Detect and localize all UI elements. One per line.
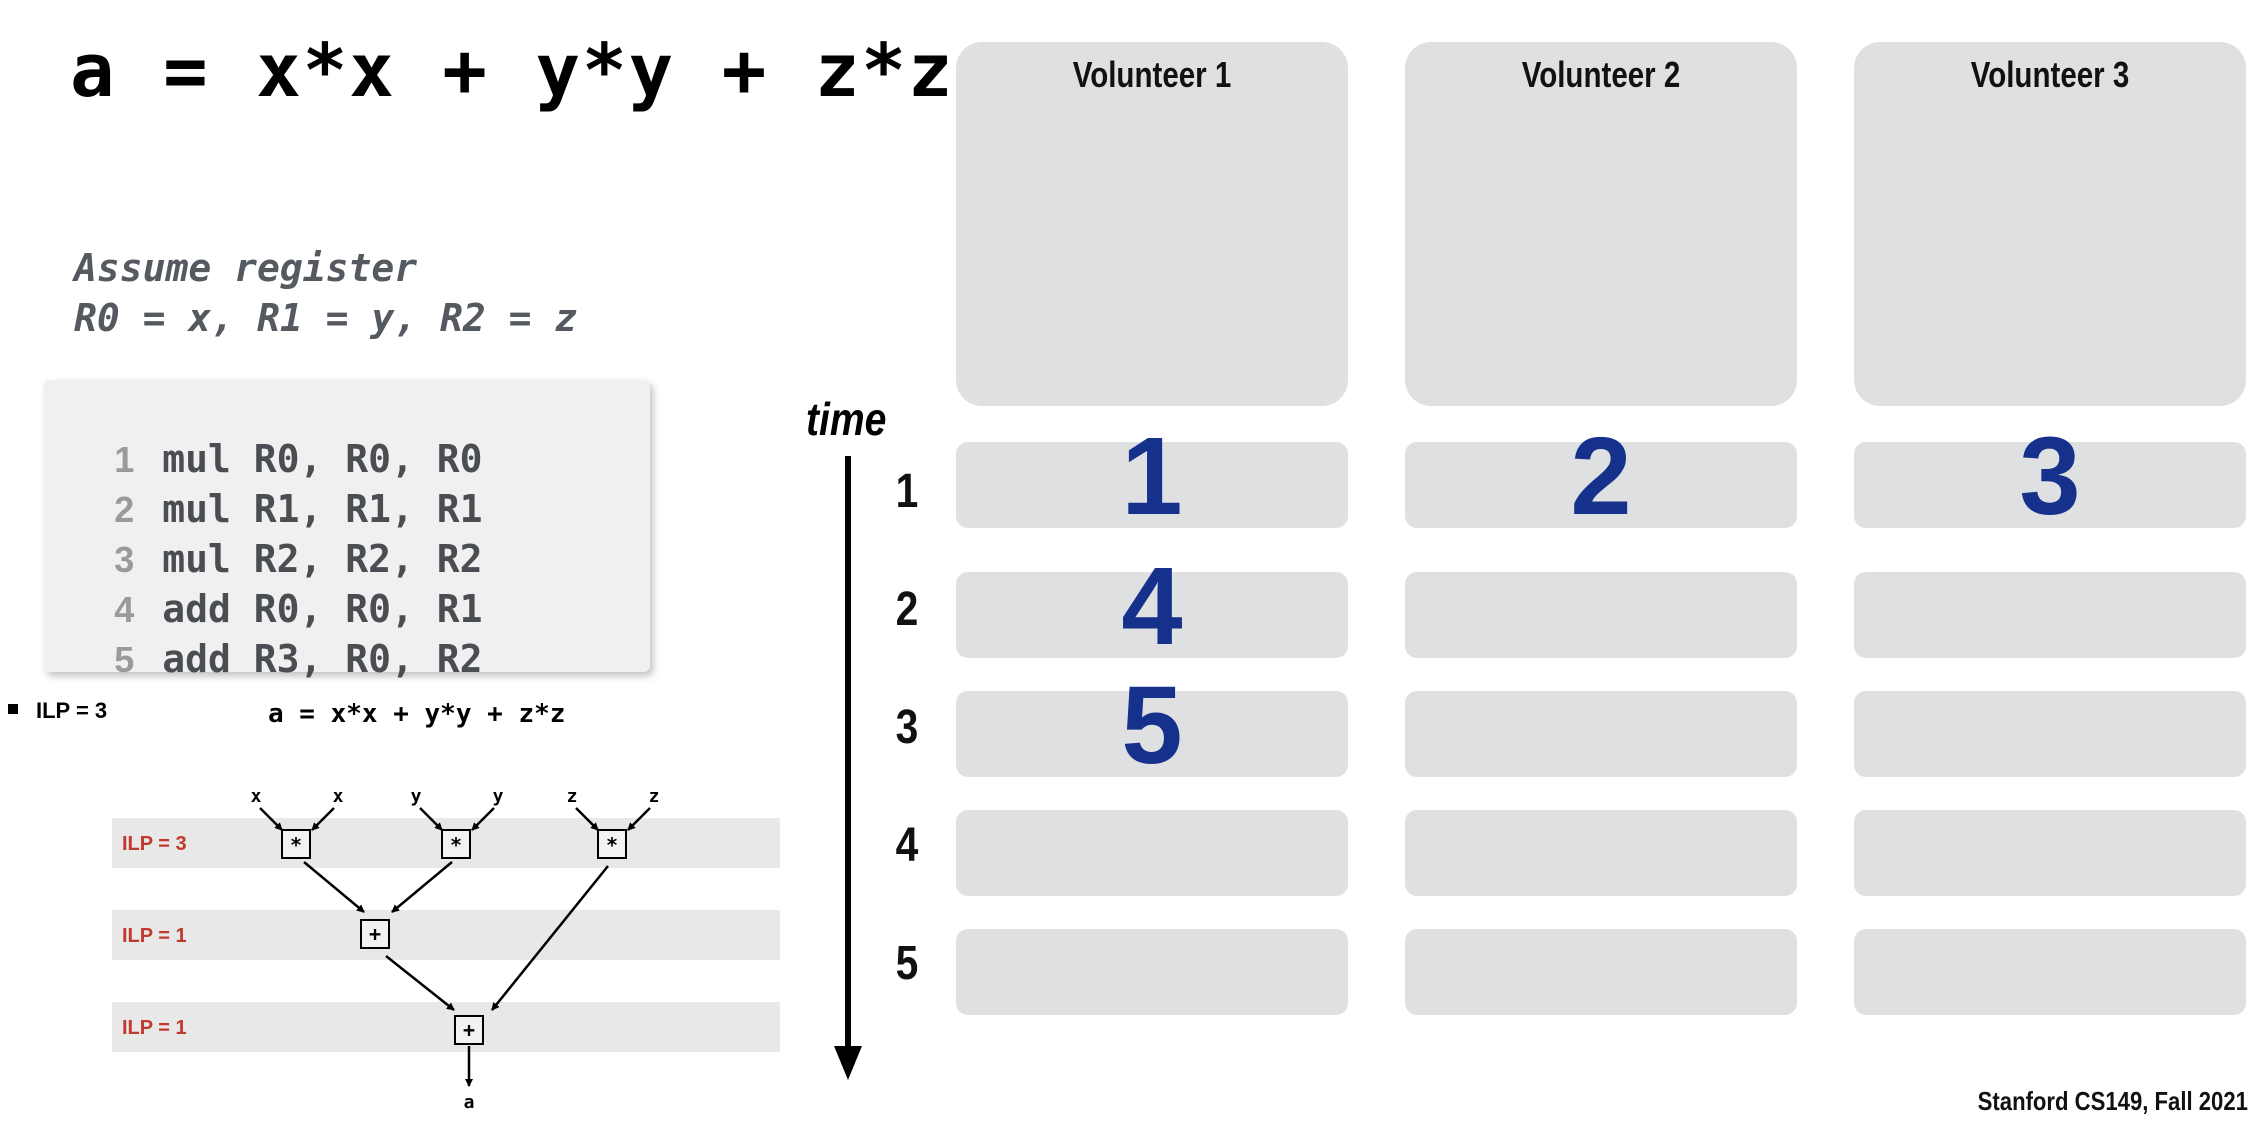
schedule-slot xyxy=(1405,929,1797,1015)
volunteer-1-label: Volunteer 1 xyxy=(1072,54,1232,95)
edge xyxy=(575,807,599,831)
schedule-slot xyxy=(1405,572,1797,658)
code-line: 1 mul R0, R0, R0 xyxy=(72,394,483,525)
schedule-slot: 4 xyxy=(956,552,1348,662)
instruction: add R0, R0, R1 xyxy=(162,587,483,631)
time-row-number: 1 xyxy=(895,465,919,518)
edge xyxy=(627,807,651,831)
volunteer-3-label: Volunteer 3 xyxy=(1970,54,2130,95)
mul-op: * xyxy=(290,833,302,857)
slot-instruction: 4 xyxy=(1121,545,1183,668)
edge xyxy=(391,861,453,913)
main-equation: a = x*x + y*y + z*z xyxy=(70,28,955,114)
code-line: 2 mul R1, R1, R1 xyxy=(72,444,483,575)
schedule-slot xyxy=(1405,810,1797,896)
schedule-slot xyxy=(1854,810,2246,896)
schedule-slot: 3 xyxy=(1854,422,2246,532)
time-row-number: 5 xyxy=(895,937,919,990)
add-op: + xyxy=(369,922,381,946)
time-row-number: 3 xyxy=(895,701,919,754)
instruction: mul R0, R0, R0 xyxy=(162,437,483,481)
volunteer-2-panel: Volunteer 2 xyxy=(1405,42,1797,406)
input-label: z xyxy=(649,786,660,807)
assumption-line-2: R0 = x, R1 = y, R2 = z xyxy=(74,296,578,340)
mul-op: * xyxy=(606,833,618,857)
line-number: 4 xyxy=(114,589,135,630)
edge xyxy=(303,861,365,913)
add-node xyxy=(454,1015,484,1045)
level-label-2: ILP = 1 xyxy=(122,925,187,947)
level-label-1: ILP = 3 xyxy=(122,833,187,855)
mul-node xyxy=(597,829,627,859)
slot-instruction: 3 xyxy=(2019,415,2081,538)
input-label: y xyxy=(493,786,504,807)
instruction: mul R1, R1, R1 xyxy=(162,487,483,531)
instruction: mul R2, R2, R2 xyxy=(162,537,483,581)
level-label-3: ILP = 1 xyxy=(122,1017,187,1039)
input-label: x xyxy=(251,786,262,807)
edge xyxy=(491,865,609,1011)
slot-instruction: 2 xyxy=(1570,415,1632,538)
ilp-dependency-diagram: ILP = 3 a = x*x + y*y + z*z ILP = 3 ILP … xyxy=(8,698,780,1113)
line-number: 1 xyxy=(114,439,135,480)
input-label: x xyxy=(333,786,344,807)
edge xyxy=(419,807,443,831)
schedule-slot xyxy=(1854,929,2246,1015)
input-label: z xyxy=(567,786,578,807)
code-line: 3 mul R2, R2, R2 xyxy=(72,494,483,625)
schedule-slot xyxy=(956,810,1348,896)
line-number: 2 xyxy=(114,489,135,530)
schedule-slot xyxy=(956,929,1348,1015)
schedule-slot: 2 xyxy=(1405,422,1797,532)
mul-node xyxy=(441,829,471,859)
slot-instruction: 1 xyxy=(1121,415,1183,538)
schedule-slot: 1 xyxy=(956,422,1348,532)
edge xyxy=(259,807,283,831)
ilp-bullet-label: ILP = 3 xyxy=(36,698,107,723)
time-row-number: 2 xyxy=(895,583,919,636)
time-axis-label: time xyxy=(806,393,887,445)
inset-equation: a = x*x + y*y + z*z xyxy=(268,699,565,729)
schedule-slot: 5 xyxy=(956,671,1348,781)
mul-op: * xyxy=(450,833,462,857)
volunteer-3-panel: Volunteer 3 xyxy=(1854,42,2246,406)
assumption-line-1: Assume register xyxy=(74,246,418,290)
bullet-square xyxy=(8,704,18,714)
add-op: + xyxy=(463,1018,475,1042)
level-band-3 xyxy=(112,1002,780,1052)
input-label: y xyxy=(411,786,422,807)
volunteer-1-panel: Volunteer 1 xyxy=(956,42,1348,406)
time-row-number: 4 xyxy=(895,819,919,872)
schedule-slot xyxy=(1854,572,2246,658)
schedule-slot xyxy=(1405,691,1797,777)
add-node xyxy=(360,919,390,949)
output-label: a xyxy=(464,1092,475,1113)
edge xyxy=(311,807,335,831)
edge xyxy=(471,807,495,831)
instruction: add R3, R0, R2 xyxy=(162,637,483,681)
line-number: 5 xyxy=(114,639,135,680)
slot-instruction: 5 xyxy=(1121,664,1183,787)
code-line: 5 add R3, R0, R2 xyxy=(72,594,483,725)
schedule-slot xyxy=(1854,691,2246,777)
course-footer: Stanford CS149, Fall 2021 xyxy=(1977,1086,2248,1116)
line-number: 3 xyxy=(114,539,135,580)
mul-node xyxy=(281,829,311,859)
code-listing: 1 mul R0, R0, R0 2 mul R1, R1, R1 3 mul R2,… xyxy=(44,380,650,681)
edge xyxy=(385,955,455,1011)
volunteer-2-label: Volunteer 2 xyxy=(1521,54,1681,95)
code-line: 4 add R0, R0, R1 xyxy=(72,544,483,675)
level-band-2 xyxy=(112,910,780,960)
time-arrow xyxy=(834,456,862,1080)
